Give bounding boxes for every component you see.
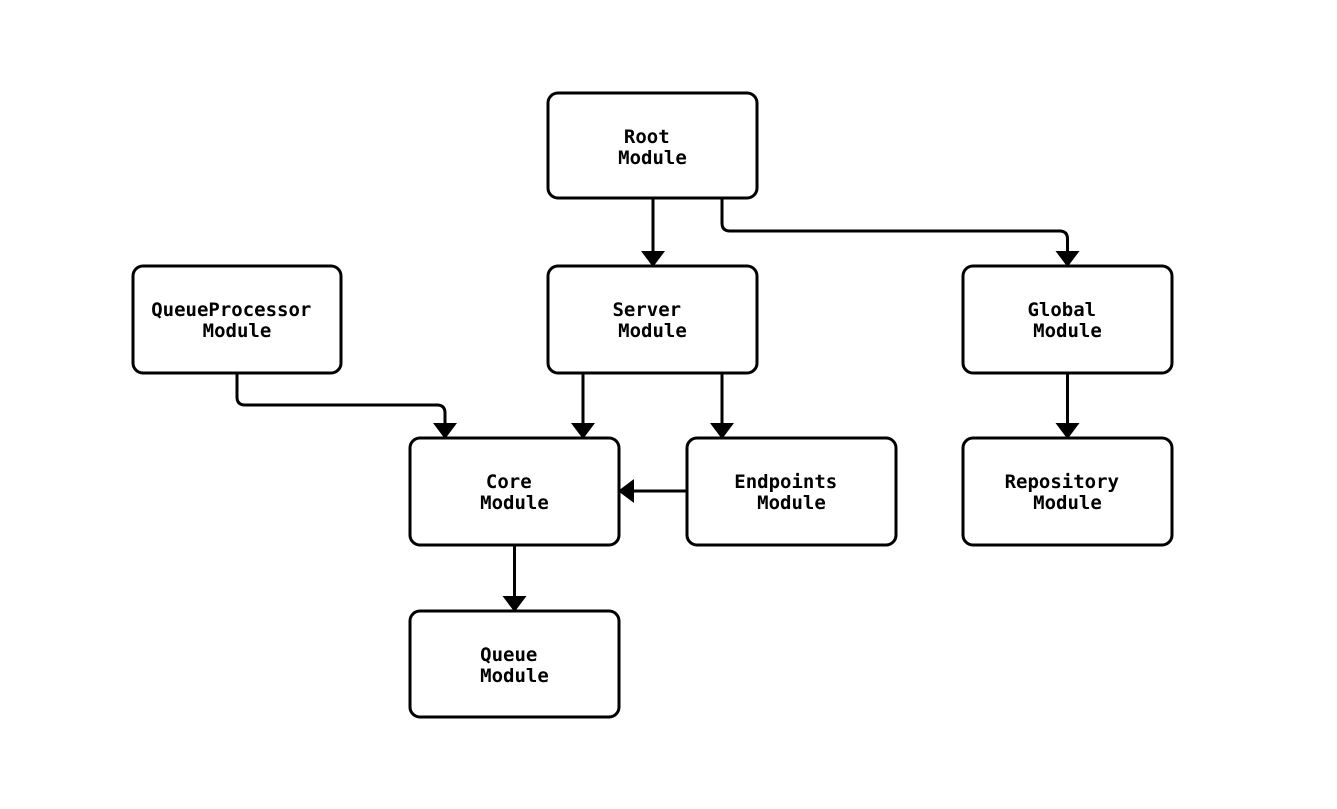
edge-queueprocessor-to-core <box>235 373 457 439</box>
node-queueprocessor-module: QueueProcessor Module <box>131 264 343 375</box>
node-global-module: Global Module <box>961 264 1174 375</box>
node-repository-module-box <box>961 436 1174 547</box>
node-server-module: Server Module <box>546 264 759 375</box>
node-endpoints-module-label: Endpoints Module <box>734 471 848 514</box>
node-queue-module: Queue Module <box>408 609 621 719</box>
node-endpoints-module: Endpoints Module <box>685 436 898 547</box>
node-queue-module-line1: Queue <box>480 644 537 666</box>
node-server-module-line2: Module <box>618 320 687 342</box>
edge-root-to-global <box>720 198 1080 267</box>
node-queueprocessor-module-line2: Module <box>203 320 272 342</box>
node-core-module-label: Core Module <box>480 471 549 514</box>
node-global-module-line1: Global <box>1027 299 1096 321</box>
node-server-module-line1: Server <box>612 299 681 321</box>
node-queue-module-line2: Module <box>480 665 549 687</box>
node-endpoints-module-line1: Endpoints <box>734 471 837 493</box>
node-queueprocessor-module-label: QueueProcessor Module <box>151 299 323 342</box>
node-queueprocessor-module-line1: QueueProcessor <box>151 299 311 321</box>
node-global-module-line2: Module <box>1033 320 1102 342</box>
node-root-module-box <box>546 91 759 200</box>
node-server-module-box <box>546 264 759 375</box>
node-core-module-line1: Core <box>486 471 532 493</box>
node-repository-module: Repository Module <box>961 436 1174 547</box>
node-repository-module-label: Repository Module <box>1005 471 1131 514</box>
node-queueprocessor-module-box <box>131 264 343 375</box>
node-root-module-line1: Root <box>624 126 670 148</box>
node-queue-module-label: Queue Module <box>480 644 549 687</box>
node-core-module: Core Module <box>408 436 621 547</box>
node-global-module-label: Global Module <box>1027 299 1107 342</box>
node-root-module-label: Root Module <box>618 126 687 169</box>
node-server-module-label: Server Module <box>612 299 692 342</box>
node-repository-module-line2: Module <box>1033 492 1102 514</box>
node-global-module-box <box>961 264 1174 375</box>
node-queue-module-box <box>408 609 621 719</box>
edge-layer <box>235 198 1080 612</box>
node-endpoints-module-line2: Module <box>757 492 826 514</box>
node-endpoints-module-box <box>685 436 898 547</box>
node-root-module: Root Module <box>546 91 759 200</box>
node-repository-module-line1: Repository <box>1005 471 1119 493</box>
node-root-module-line2: Module <box>618 147 687 169</box>
node-core-module-line2: Module <box>480 492 549 514</box>
node-core-module-box <box>408 436 621 547</box>
